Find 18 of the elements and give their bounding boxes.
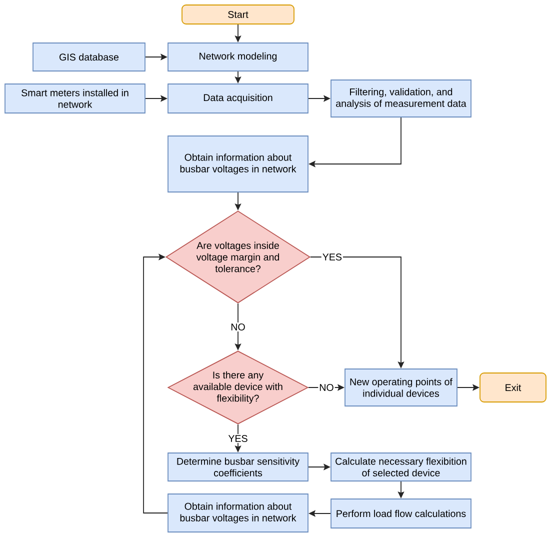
process-box: GIS database (32, 42, 146, 72)
process-box: Obtain information about busbar voltages in network (168, 494, 308, 532)
process-box: Perform load flow calculations (330, 498, 472, 528)
terminator-box: Exit (480, 372, 546, 402)
process-box: Determine busbar sensitivity coefficients (168, 452, 308, 482)
edge-label: NO (230, 322, 246, 332)
process-box: Network modeling (168, 42, 308, 72)
process-box: Filtering, validation, and analysis of measurement data (330, 80, 472, 118)
process-box: New operating points of individual devices (344, 368, 458, 406)
process-box: Obtain information about busbar voltages in network (168, 136, 308, 192)
edge-label: NO (318, 383, 335, 392)
process-box: Smart meters installed in network (4, 84, 146, 114)
process-box: Data acquisition (168, 84, 308, 114)
arrow (143, 254, 168, 514)
process-box: Calculate necessary flexibition of selected device (330, 452, 472, 482)
edge-label: YES (227, 434, 249, 443)
edge-label: YES (321, 252, 343, 262)
terminator-box: Start (182, 4, 294, 24)
